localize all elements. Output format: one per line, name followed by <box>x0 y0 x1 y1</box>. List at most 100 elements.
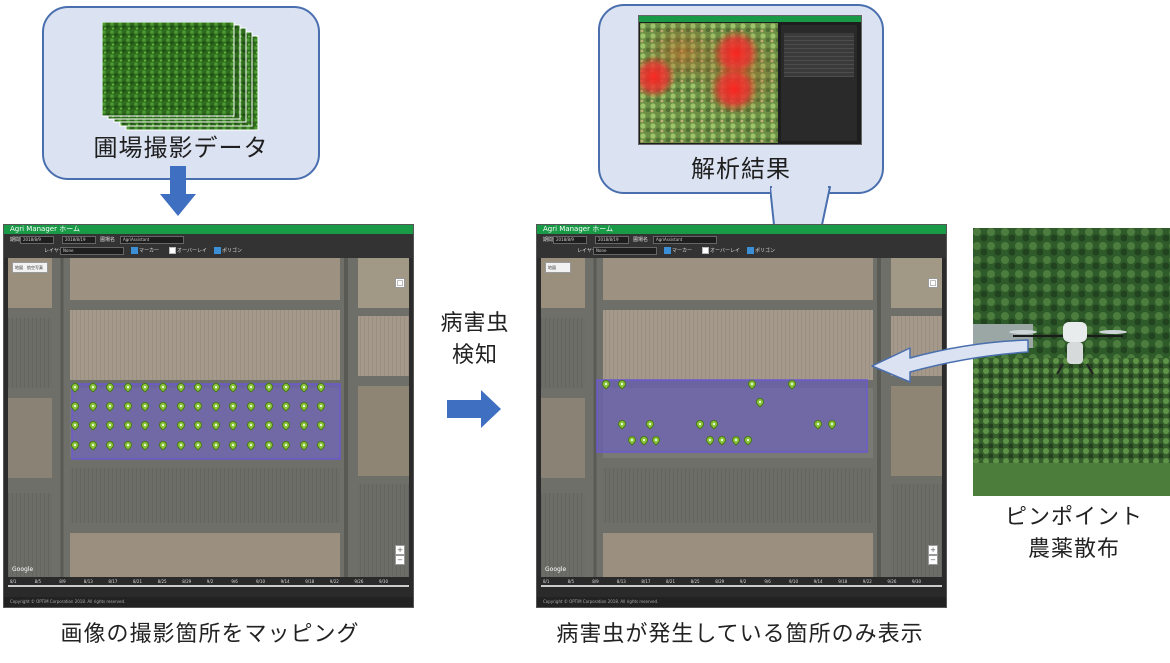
polygon-checkbox[interactable] <box>214 247 221 254</box>
location-pin-icon[interactable] <box>280 419 292 431</box>
location-pin-icon[interactable] <box>280 381 292 393</box>
location-pin-icon[interactable] <box>315 419 328 431</box>
location-pin-icon[interactable] <box>122 419 134 431</box>
location-pin-icon[interactable] <box>69 419 81 431</box>
location-pin-icon[interactable] <box>626 434 638 446</box>
location-pin-icon[interactable] <box>638 434 650 446</box>
location-pin-icon[interactable] <box>786 378 798 390</box>
date-to-field[interactable]: 2018/8/19 <box>595 236 629 244</box>
location-pin-icon[interactable] <box>245 381 257 393</box>
location-pin-icon[interactable] <box>122 439 134 451</box>
fullscreen-button[interactable]: □ <box>928 278 938 288</box>
location-pin-icon[interactable] <box>210 400 222 412</box>
location-pin-icon[interactable] <box>826 418 838 430</box>
location-pin-icon[interactable] <box>174 400 187 412</box>
date-from-field[interactable]: 2018/8/9 <box>553 236 587 244</box>
layer-select[interactable]: None <box>60 247 124 255</box>
overlay-checkbox[interactable] <box>169 247 176 254</box>
location-pin-icon[interactable] <box>262 439 275 451</box>
location-pin-icon[interactable] <box>174 439 187 451</box>
location-pin-icon[interactable] <box>86 419 99 431</box>
location-pin-icon[interactable] <box>69 381 81 393</box>
location-pin-icon[interactable] <box>157 439 169 451</box>
location-pin-icon[interactable] <box>227 439 240 451</box>
timeline-track[interactable] <box>541 585 942 587</box>
location-pin-icon[interactable] <box>192 439 204 451</box>
location-pin-icon[interactable] <box>104 400 116 412</box>
location-pin-icon[interactable] <box>104 381 116 393</box>
location-pin-icon[interactable] <box>280 439 292 451</box>
location-pin-icon[interactable] <box>139 381 152 393</box>
location-pin-icon[interactable] <box>86 381 99 393</box>
location-pin-icon[interactable] <box>298 381 310 393</box>
location-pin-icon[interactable] <box>730 434 742 446</box>
location-pin-icon[interactable] <box>616 418 628 430</box>
location-pin-icon[interactable] <box>650 434 662 446</box>
location-pin-icon[interactable] <box>262 381 275 393</box>
location-pin-icon[interactable] <box>704 434 716 446</box>
location-pin-icon[interactable] <box>210 419 222 431</box>
location-pin-icon[interactable] <box>69 439 81 451</box>
marker-checkbox[interactable] <box>664 247 671 254</box>
location-pin-icon[interactable] <box>298 419 310 431</box>
location-pin-icon[interactable] <box>600 378 612 390</box>
location-pin-icon[interactable] <box>139 400 152 412</box>
location-pin-icon[interactable] <box>262 400 275 412</box>
location-pin-icon[interactable] <box>262 419 275 431</box>
location-pin-icon[interactable] <box>210 439 222 451</box>
map-type-toggle[interactable]: 地図 航空写真 <box>12 262 48 273</box>
location-pin-icon[interactable] <box>210 381 222 393</box>
location-pin-icon[interactable] <box>122 381 134 393</box>
location-pin-icon[interactable] <box>644 418 656 430</box>
date-to-field[interactable]: 2018/8/19 <box>62 236 96 244</box>
location-pin-icon[interactable] <box>315 439 328 451</box>
location-pin-icon[interactable] <box>157 400 169 412</box>
location-pin-icon[interactable] <box>139 439 152 451</box>
location-pin-icon[interactable] <box>245 400 257 412</box>
marker-checkbox[interactable] <box>131 247 138 254</box>
polygon-checkbox[interactable] <box>747 247 754 254</box>
location-pin-icon[interactable] <box>280 400 292 412</box>
location-pin-icon[interactable] <box>315 400 328 412</box>
timeline-track[interactable] <box>8 585 409 587</box>
location-pin-icon[interactable] <box>104 439 116 451</box>
location-pin-icon[interactable] <box>694 418 706 430</box>
zoom-in-button[interactable]: + <box>395 545 405 555</box>
location-pin-icon[interactable] <box>174 381 187 393</box>
location-pin-icon[interactable] <box>746 378 758 390</box>
overlay-checkbox[interactable] <box>702 247 709 254</box>
zoom-in-button[interactable]: + <box>928 545 938 555</box>
location-pin-icon[interactable] <box>86 439 99 451</box>
location-pin-icon[interactable] <box>192 400 204 412</box>
fullscreen-button[interactable]: □ <box>395 278 405 288</box>
location-pin-icon[interactable] <box>86 400 99 412</box>
location-pin-icon[interactable] <box>616 378 628 390</box>
satellite-map[interactable]: 地図 航空写真 □ + − Google <box>8 258 409 577</box>
zoom-out-button[interactable]: − <box>928 555 938 565</box>
farm-select[interactable]: AgriAssistant <box>120 236 184 244</box>
location-pin-icon[interactable] <box>812 418 824 430</box>
satellite-map[interactable]: 地図 □ + − Google <box>541 258 942 577</box>
location-pin-icon[interactable] <box>192 381 204 393</box>
location-pin-icon[interactable] <box>227 400 240 412</box>
location-pin-icon[interactable] <box>708 418 720 430</box>
location-pin-icon[interactable] <box>227 381 240 393</box>
location-pin-icon[interactable] <box>192 419 204 431</box>
location-pin-icon[interactable] <box>139 419 152 431</box>
location-pin-icon[interactable] <box>157 419 169 431</box>
location-pin-icon[interactable] <box>716 434 728 446</box>
location-pin-icon[interactable] <box>104 419 116 431</box>
location-pin-icon[interactable] <box>227 419 240 431</box>
location-pin-icon[interactable] <box>69 400 81 412</box>
location-pin-icon[interactable] <box>122 400 134 412</box>
map-type-toggle[interactable]: 地図 <box>545 262 571 273</box>
location-pin-icon[interactable] <box>157 381 169 393</box>
location-pin-icon[interactable] <box>298 439 310 451</box>
zoom-out-button[interactable]: − <box>395 555 405 565</box>
location-pin-icon[interactable] <box>298 400 310 412</box>
date-from-field[interactable]: 2018/8/9 <box>20 236 54 244</box>
layer-select[interactable]: None <box>593 247 657 255</box>
location-pin-icon[interactable] <box>315 381 328 393</box>
